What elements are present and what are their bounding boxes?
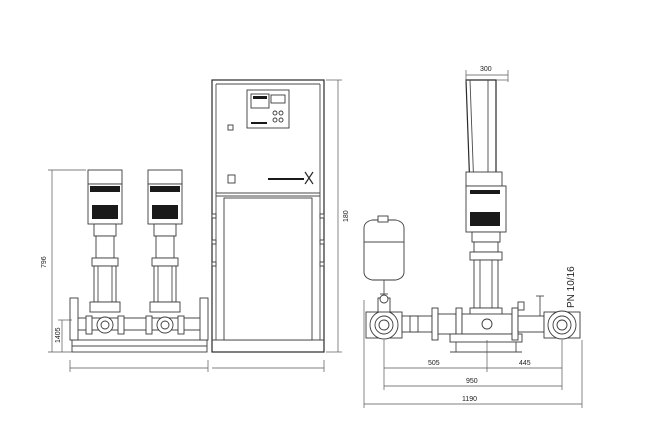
control-cabinet — [211, 79, 342, 372]
right-manifold-flange — [199, 297, 209, 341]
left-manifold-flange — [69, 297, 79, 341]
pump-2-motor-top — [147, 169, 183, 185]
brand-logo-mark — [304, 171, 314, 185]
dim-label-505: 505 — [428, 360, 440, 367]
brand-logo — [268, 178, 304, 180]
cabinet-lower-door — [223, 197, 313, 341]
dim-label-445: 445 — [519, 360, 531, 367]
side-view-assembly — [363, 70, 583, 408]
dim-label-950: 950 — [466, 378, 478, 385]
dim-label-1405: 1405 — [55, 327, 62, 343]
pump-1-motor-top — [87, 169, 123, 185]
pressure-tank — [363, 215, 405, 295]
dim-label-796: 796 — [41, 256, 48, 268]
dim-label-1190: 1190 — [462, 396, 477, 403]
suction-valve-assembly — [365, 294, 463, 341]
dim-label-300: 300 — [480, 66, 492, 73]
discharge-valve-assembly — [511, 295, 581, 341]
pump-1 — [85, 169, 125, 335]
cabinet-switch — [227, 174, 236, 184]
dim-label-cabinet: 180 — [343, 210, 350, 222]
front-view-pumps — [48, 169, 209, 372]
pressure-rating-label: PN 10/16 — [566, 266, 577, 308]
pump-2 — [145, 169, 185, 335]
